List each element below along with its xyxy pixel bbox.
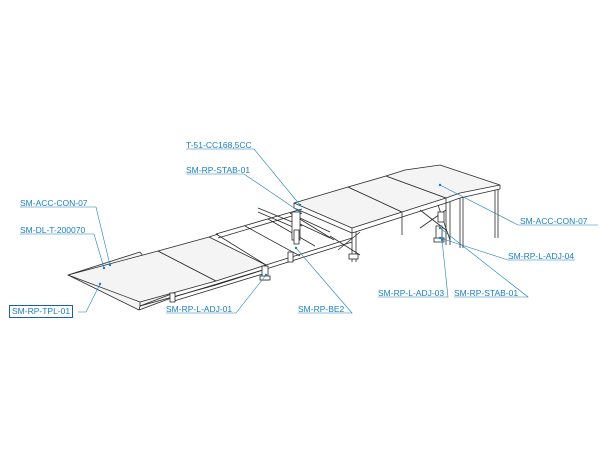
low-deck-panels <box>67 233 267 307</box>
leader-dots <box>98 183 444 286</box>
label-l-adj-04: SM-RP-L-ADJ-04 <box>508 251 575 261</box>
label-t51-connector: T-51-CC168,5CC <box>186 140 252 150</box>
high-deck-panels <box>293 164 501 234</box>
label-be2: SM-RP-BE2 <box>298 304 345 314</box>
high-deck-frame <box>329 189 499 262</box>
stringer-frame <box>173 208 353 302</box>
stabiliser-upper <box>257 207 331 245</box>
label-stabiliser-top: SM-RP-STAB-01 <box>186 165 251 175</box>
leader-lines <box>20 148 598 314</box>
label-l-adj-01: SM-RP-L-ADJ-01 <box>166 304 233 314</box>
label-acc-con-right: SM-ACC-CON-07 <box>520 216 588 226</box>
label-stabiliser-bottom: SM-RP-STAB-01 <box>454 288 519 298</box>
label-tpl-01: SM-RP-TPL-01 <box>9 305 74 318</box>
adjustable-legs-left <box>169 251 294 303</box>
label-dl-t: SM-DL-T-200070 <box>20 225 86 235</box>
label-acc-con-left: SM-ACC-CON-07 <box>20 198 88 208</box>
label-l-adj-03: SM-RP-L-ADJ-03 <box>378 288 445 298</box>
